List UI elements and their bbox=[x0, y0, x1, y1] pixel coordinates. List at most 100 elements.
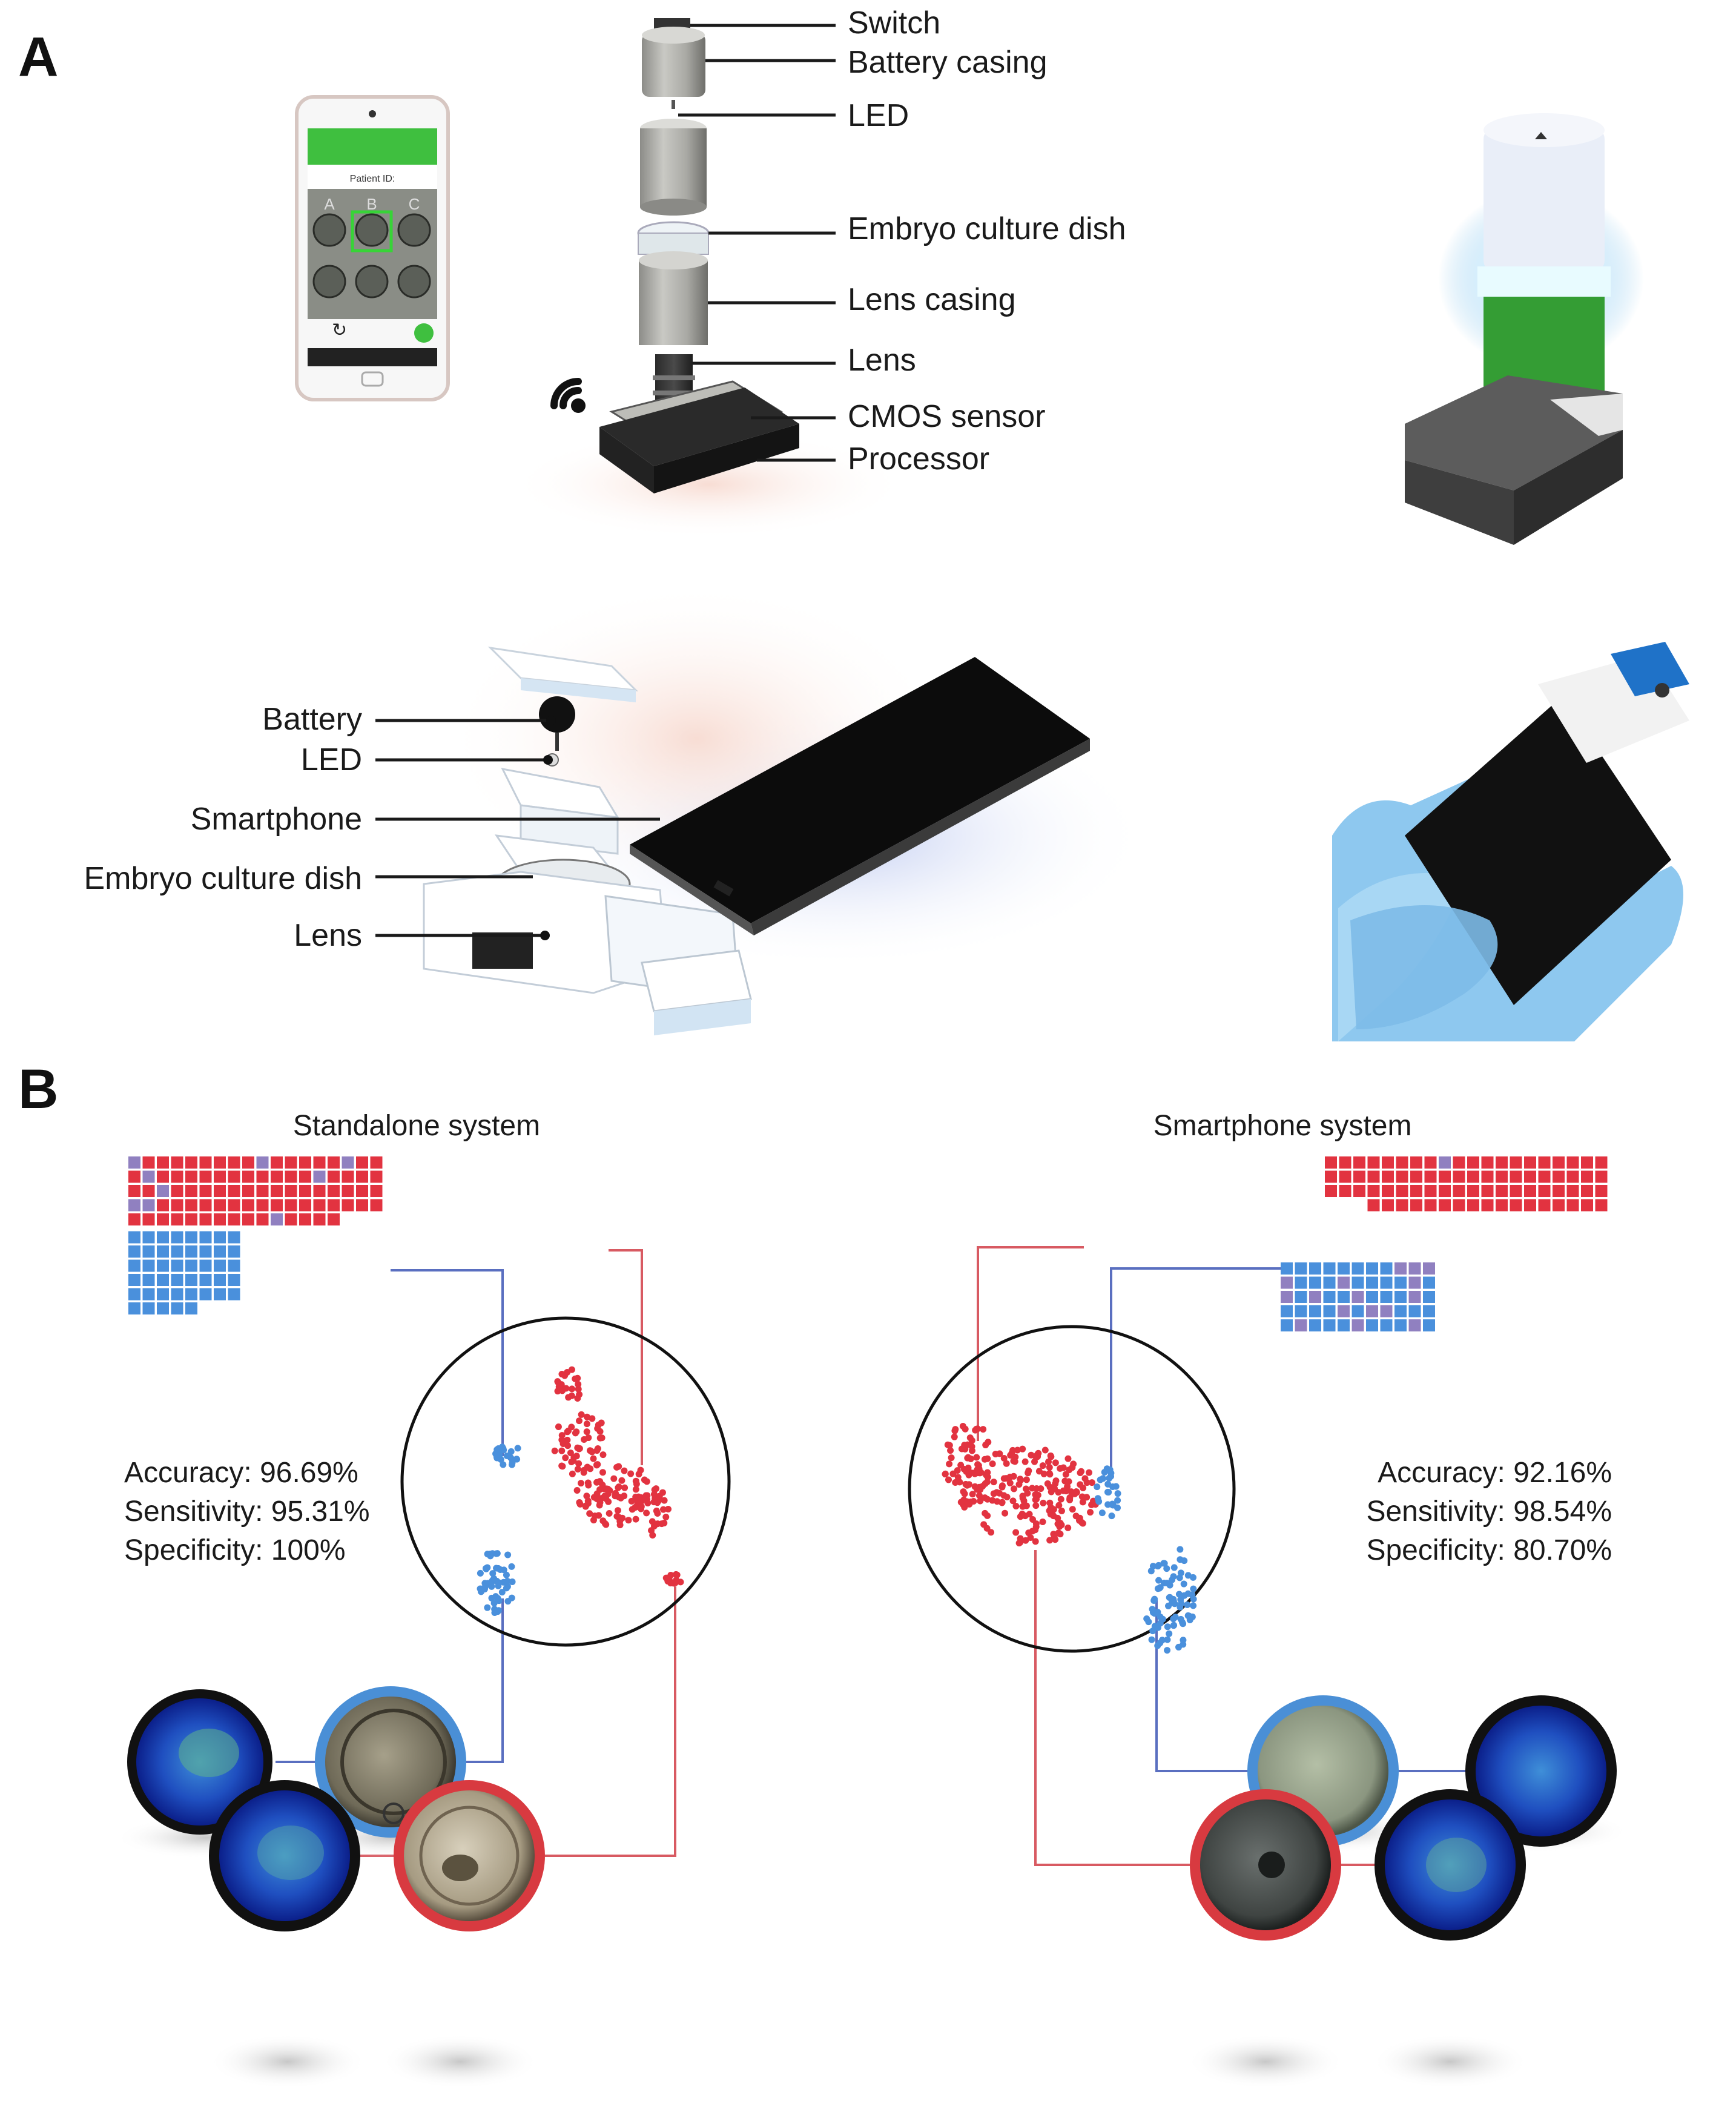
waffle-cell-blue bbox=[214, 1231, 226, 1244]
waffle-cell-red bbox=[185, 1213, 197, 1225]
waffle-cell-red bbox=[199, 1213, 212, 1225]
smartphone-positive-embryo-image bbox=[1190, 1789, 1341, 1941]
scatter-point bbox=[484, 1551, 491, 1558]
scatter-point bbox=[1112, 1483, 1120, 1490]
scatter-point bbox=[575, 1385, 582, 1393]
scatter-point bbox=[606, 1509, 613, 1517]
callout-embryo-culture-dish-phone: Embryo culture dish bbox=[84, 861, 362, 896]
scatter-point bbox=[961, 1503, 968, 1511]
smartphone-title: Smartphone system bbox=[1153, 1110, 1412, 1142]
scatter-point bbox=[1171, 1600, 1178, 1608]
scatter-point bbox=[946, 1442, 953, 1449]
waffle-cell-red bbox=[342, 1199, 354, 1212]
waffle-cell-red bbox=[1510, 1156, 1522, 1169]
scatter-point bbox=[507, 1448, 515, 1455]
waffle-cell-red bbox=[1553, 1185, 1565, 1197]
scatter-point bbox=[643, 1478, 650, 1485]
scatter-point bbox=[1166, 1630, 1173, 1637]
waffle-cell-blue bbox=[1394, 1319, 1407, 1331]
scatter-point bbox=[1190, 1595, 1197, 1603]
waffle-cell-red bbox=[271, 1156, 283, 1169]
waffle-cell-red bbox=[1467, 1170, 1479, 1183]
scatter-point bbox=[965, 1471, 972, 1479]
standalone-waffle-grid bbox=[128, 1156, 383, 1314]
scatter-point bbox=[1104, 1488, 1111, 1496]
scatter-point bbox=[596, 1428, 604, 1435]
waffle-cell-blue bbox=[142, 1245, 155, 1258]
waffle-cell-blue bbox=[142, 1231, 155, 1244]
waffle-cell-red bbox=[1453, 1185, 1465, 1197]
scatter-point bbox=[1014, 1446, 1021, 1454]
scatter-point bbox=[503, 1585, 510, 1592]
scatter-point bbox=[1061, 1477, 1069, 1485]
scatter-point bbox=[504, 1551, 512, 1558]
scatter-point bbox=[952, 1479, 959, 1486]
scatter-point bbox=[587, 1465, 594, 1473]
waffle-cell-red bbox=[1595, 1170, 1608, 1183]
waffle-cell-red bbox=[142, 1213, 155, 1225]
waffle-cell-red bbox=[299, 1156, 311, 1169]
waffle-cell-red bbox=[313, 1170, 326, 1183]
wifi-icon bbox=[550, 378, 586, 413]
scatter-point bbox=[1156, 1585, 1163, 1592]
waffle-cell-red bbox=[185, 1185, 197, 1197]
waffle-cell-red bbox=[356, 1199, 368, 1212]
scatter-point bbox=[1012, 1502, 1020, 1509]
scatter-point bbox=[572, 1375, 579, 1382]
waffle-cell-red bbox=[242, 1199, 254, 1212]
waffle-cell-red bbox=[1566, 1185, 1579, 1197]
waffle-cell-red bbox=[1538, 1199, 1551, 1212]
scatter-point bbox=[1108, 1512, 1115, 1520]
waffle-cell-blue bbox=[1366, 1291, 1378, 1303]
waffle-cell-red bbox=[1538, 1185, 1551, 1197]
waffle-cell-red bbox=[1325, 1185, 1337, 1197]
scatter-point bbox=[484, 1604, 491, 1611]
waffle-cell-red bbox=[1396, 1156, 1408, 1169]
waffle-cell-red bbox=[1367, 1156, 1380, 1169]
waffle-cell-red bbox=[328, 1170, 340, 1183]
waffle-cell-red bbox=[342, 1170, 354, 1183]
scatter-point bbox=[942, 1471, 949, 1478]
scatter-point bbox=[1021, 1458, 1029, 1465]
smartphone-hand-photo bbox=[1332, 642, 1689, 1041]
scatter-point bbox=[1088, 1479, 1095, 1486]
well-label-b: B bbox=[366, 195, 377, 213]
scatter-point bbox=[596, 1502, 603, 1509]
scatter-point bbox=[1186, 1612, 1193, 1620]
scatter-point bbox=[954, 1467, 961, 1474]
waffle-cell-red bbox=[199, 1185, 212, 1197]
waffle-cell-red bbox=[1382, 1156, 1394, 1169]
waffle-cell-blue bbox=[199, 1245, 212, 1258]
scatter-point bbox=[957, 1462, 965, 1469]
standalone-scatter-points bbox=[477, 1366, 684, 1616]
waffle-cell-red bbox=[299, 1170, 311, 1183]
scatter-point bbox=[564, 1436, 571, 1443]
scatter-point bbox=[1002, 1509, 1009, 1517]
scatter-point bbox=[558, 1447, 566, 1454]
waffle-cell-blue bbox=[1408, 1319, 1421, 1331]
scatter-point bbox=[1098, 1509, 1106, 1517]
scatter-point bbox=[648, 1527, 655, 1534]
well-label-c: C bbox=[409, 195, 420, 213]
waffle-cell-blue bbox=[1352, 1262, 1364, 1275]
scatter-point bbox=[1101, 1469, 1108, 1476]
scatter-point bbox=[495, 1607, 502, 1614]
scatter-point bbox=[1160, 1580, 1167, 1587]
scatter-point bbox=[612, 1489, 619, 1497]
scatter-point bbox=[984, 1496, 991, 1503]
waffle-cell-red bbox=[1481, 1185, 1494, 1197]
scatter-point bbox=[1025, 1469, 1032, 1477]
waffle-cell-blue bbox=[1423, 1319, 1435, 1331]
waffle-cell-blue bbox=[142, 1302, 155, 1314]
callout-lens-phone: Lens bbox=[294, 918, 362, 953]
scatter-point bbox=[500, 1578, 507, 1586]
waffle-cell-red bbox=[128, 1213, 140, 1225]
scatter-point bbox=[1057, 1465, 1064, 1472]
waffle-cell-blue bbox=[228, 1231, 240, 1244]
standalone-accuracy: Accuracy: 96.69% bbox=[124, 1457, 358, 1489]
scatter-point bbox=[599, 1451, 607, 1459]
waffle-cell-red bbox=[1524, 1156, 1536, 1169]
scatter-point bbox=[990, 1479, 997, 1486]
scatter-point bbox=[951, 1433, 958, 1440]
waffle-cell-red bbox=[256, 1199, 269, 1212]
